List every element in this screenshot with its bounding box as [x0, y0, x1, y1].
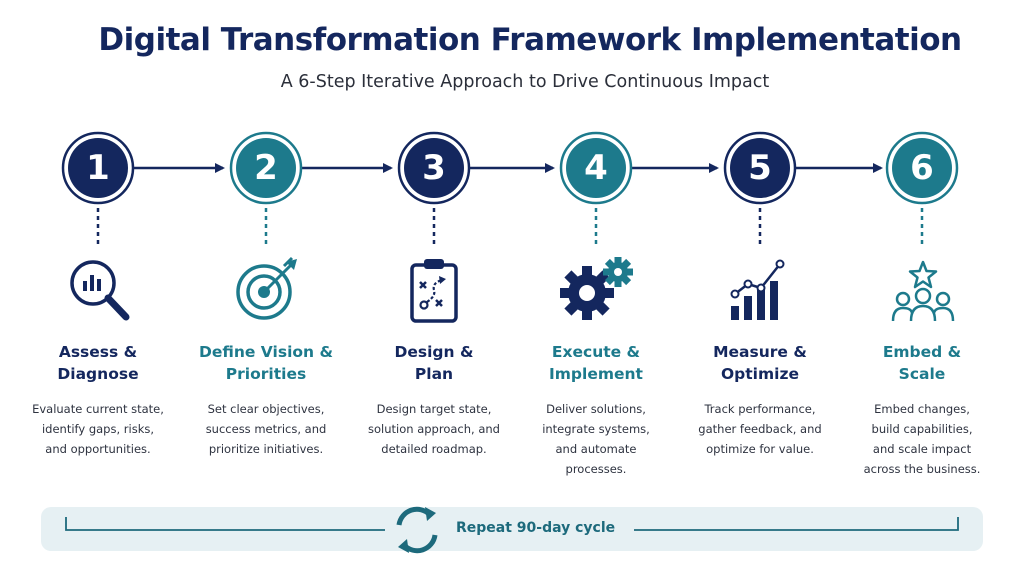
step-title-6: Embed &Scale	[882, 343, 962, 383]
step-number-3: 3	[422, 148, 446, 188]
step-title-3: Design &Plan	[394, 343, 474, 383]
step-number-2: 2	[254, 148, 278, 188]
step-title-4: Execute &Implement	[549, 343, 643, 383]
step-desc-1: Evaluate current state,identify gaps, ri…	[32, 402, 164, 456]
step-circle-1	[61, 131, 135, 205]
step-number-1: 1	[86, 148, 110, 188]
step-circle-5	[723, 131, 797, 205]
step-title-5: Measure &Optimize	[713, 343, 807, 383]
step-number-4: 4	[584, 148, 608, 188]
step-circle-2	[229, 131, 303, 205]
step-title-1: Assess &Diagnose	[57, 343, 139, 383]
growth-chart-icon	[730, 259, 785, 320]
step-circle-4	[559, 131, 633, 205]
step-number-6: 6	[910, 148, 934, 188]
clipboard-plan-icon	[410, 259, 458, 323]
step-number-5: 5	[748, 148, 772, 188]
step-title-2: Define Vision &Priorities	[199, 343, 333, 383]
step-desc-6: Embed changes,build capabilities,and sca…	[863, 402, 981, 476]
step-circle-6	[885, 131, 959, 205]
target-arrow-icon	[236, 256, 297, 320]
gears-icon	[560, 257, 633, 320]
page-title: Digital Transformation Framework Impleme…	[98, 22, 962, 58]
step-circle-3	[397, 131, 471, 205]
step-desc-3: Design target state,solution approach, a…	[368, 402, 500, 456]
step-desc-4: Deliver solutions,integrate systems,and …	[542, 402, 650, 476]
page-subtitle: A 6-Step Iterative Approach to Drive Con…	[280, 72, 770, 92]
magnifier-chart-icon	[70, 260, 130, 321]
team-star-icon	[891, 260, 955, 322]
cycle-label: Repeat 90-day cycle	[456, 520, 616, 536]
step-desc-2: Set clear objectives,success metrics, an…	[205, 402, 327, 456]
